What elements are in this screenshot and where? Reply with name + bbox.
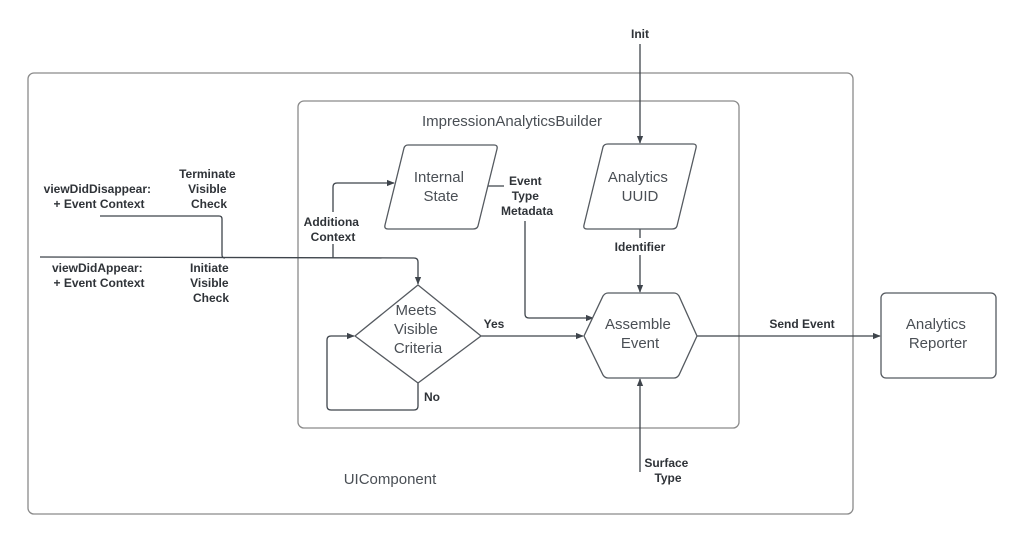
meets-visible-criteria-label: Meets Visible Criteria bbox=[394, 302, 443, 357]
edge-no-loop bbox=[326, 332, 419, 411]
initiate-visible-check-label: Initiate Visible Check bbox=[190, 261, 232, 305]
view-did-disappear-label: viewDidDisappear: + Event Context bbox=[44, 182, 155, 211]
internal-state-shape bbox=[384, 144, 498, 230]
uicomponent-border bbox=[27, 72, 854, 515]
edge-event-type-metadata bbox=[524, 221, 594, 322]
uicomponent-container: UIComponent bbox=[27, 72, 854, 515]
additional-context-label: Additiona Context bbox=[304, 215, 363, 244]
edge-view-did-disappear bbox=[100, 215, 226, 259]
analytics-uuid-shape bbox=[583, 143, 697, 230]
node-assemble-event[interactable]: Assemble Event bbox=[583, 292, 698, 379]
edges bbox=[39, 44, 881, 472]
additional-context-label-bg bbox=[302, 212, 364, 244]
impression-analytics-builder-container: ImpressionAnalyticsBuilder bbox=[297, 100, 740, 429]
internal-state-label: Internal State bbox=[414, 169, 468, 205]
surface-type-label: Surface Type bbox=[644, 456, 691, 485]
analytics-reporter-shape bbox=[880, 292, 997, 379]
analytics-reporter-label: Analytics Reporter bbox=[906, 316, 970, 352]
node-analytics-uuid[interactable]: Analytics UUID bbox=[583, 143, 697, 230]
yes-label: Yes bbox=[484, 317, 505, 331]
assemble-event-shape bbox=[583, 292, 698, 379]
node-internal-state[interactable]: Internal State bbox=[384, 144, 498, 230]
meets-visible-criteria-shape bbox=[353, 284, 483, 384]
impression-analytics-builder-border bbox=[297, 100, 740, 429]
view-did-appear-label: viewDidAppear: + Event Context bbox=[52, 261, 146, 290]
init-label: Init bbox=[631, 27, 649, 41]
uicomponent-label: UIComponent bbox=[344, 471, 437, 488]
node-analytics-reporter[interactable]: Analytics Reporter bbox=[880, 292, 997, 379]
node-meets-visible-criteria[interactable]: Meets Visible Criteria bbox=[353, 284, 483, 384]
edge-view-did-appear bbox=[39, 256, 422, 285]
edge-additional-context bbox=[332, 179, 395, 258]
assemble-event-label: Assemble Event bbox=[605, 316, 675, 352]
analytics-uuid-label: Analytics UUID bbox=[608, 169, 672, 205]
identifier-label: Identifier bbox=[615, 240, 666, 254]
impression-analytics-builder-label: ImpressionAnalyticsBuilder bbox=[422, 113, 602, 130]
event-type-metadata-label: Event Type Metadata bbox=[501, 174, 553, 218]
terminate-visible-check-label: Terminate Visible Check bbox=[179, 167, 239, 211]
send-event-label: Send Event bbox=[769, 317, 834, 331]
no-label: No bbox=[424, 390, 440, 404]
